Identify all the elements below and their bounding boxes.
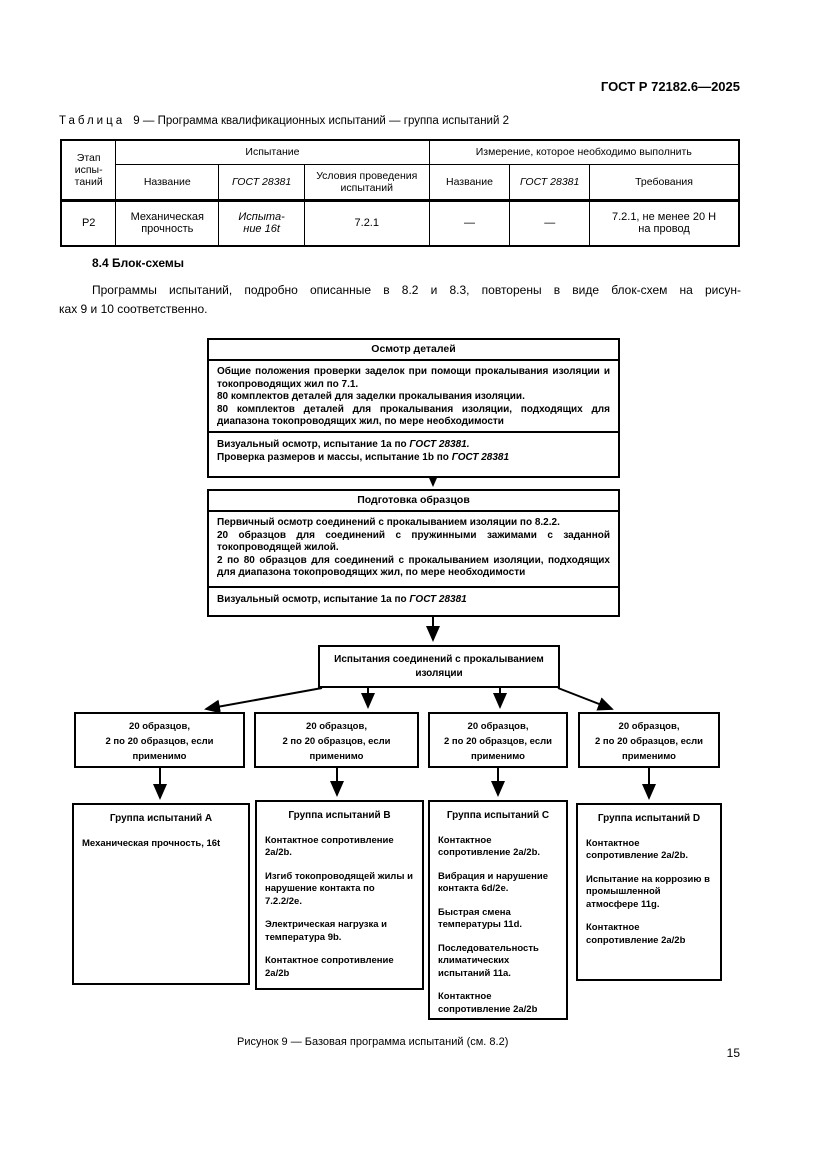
flow-text: Первичный осмотр соединений с прокалыван…: [217, 517, 560, 528]
table-caption-word: Таблица: [59, 115, 126, 127]
body-paragraph: Программы испытаний, подробно описанные …: [59, 281, 741, 319]
group-title: Группа испытаний A: [109, 813, 213, 824]
col-header-conditions: Условия проведения испытаний: [303, 163, 430, 201]
col-header-requirements: Требования: [589, 163, 740, 201]
flow-box-sample-preparation: Подготовка образцов Первичный осмотр сое…: [207, 489, 620, 617]
col-group-test: Испытание: [115, 139, 430, 165]
group-item: Механическая прочность, 16t: [82, 837, 221, 849]
flow-box-body: Первичный осмотр соединений с прокалыван…: [209, 512, 618, 586]
group-item: Контактное сопротивление 2a/2b.: [265, 834, 394, 859]
paragraph-line: ках 9 и 10 соответственно.: [59, 302, 208, 316]
paragraph-line: Программы испытаний, подробно описанные …: [92, 283, 741, 297]
col-header-measure-name: Название: [428, 163, 511, 201]
group-item: Быстрая смена температуры 11d.: [438, 906, 523, 931]
gost-ref: ГОСТ 28381: [451, 452, 510, 463]
group-item: Изгиб токопроводящей жилы и нарушение ко…: [265, 870, 413, 907]
flow-box-samples-c: 20 образцов, 2 по 20 образцов, если прим…: [428, 712, 568, 768]
flow-test-text: Проверка размеров и массы, испытание 1b …: [217, 452, 452, 463]
cell-measure-gost: —: [509, 198, 591, 247]
flow-box-group-b: Группа испытаний B Контактное сопротивле…: [255, 800, 424, 990]
flow-box-group-a: Группа испытаний A Механическая прочност…: [72, 803, 250, 985]
flow-box-body: Общие положения проверки заделок при пом…: [209, 361, 618, 431]
figure9-flowchart: Осмотр деталей Общие положения проверки …: [0, 330, 827, 1042]
flow-box-title: Подготовка образцов: [209, 491, 618, 512]
flow-box-samples-a: 20 образцов, 2 по 20 образцов, если прим…: [74, 712, 245, 768]
flow-test-line: Проверка размеров и массы, испытание 1b …: [217, 451, 610, 464]
flow-box-samples-b: 20 образцов, 2 по 20 образцов, если прим…: [254, 712, 419, 768]
group-item: Вибрация и нарушение контакта 6d/2e.: [438, 870, 549, 895]
flow-box-tests: Визуальный осмотр, испытание 1a по ГОСТ …: [209, 586, 618, 606]
flow-test-text: Визуальный осмотр, испытание 1a по: [217, 439, 410, 450]
group-item: Контактное сопротивление 2a/2b.: [438, 834, 541, 859]
group-title: Группа испытаний B: [288, 810, 391, 821]
flow-box-group-c: Группа испытаний C Контактное сопротивле…: [428, 800, 568, 1020]
group-item: Последовательность климатических испытан…: [438, 942, 539, 979]
cell-requirements: 7.2.1, не менее 20 Н на провод: [589, 198, 740, 247]
flow-box-parts-inspection: Осмотр деталей Общие положения проверки …: [207, 338, 620, 478]
col-header-name: Название: [115, 163, 220, 201]
col-group-measure: Измерение, которое необходимо выполнить: [428, 139, 740, 165]
qualification-test-table: Этап испы- таний Испытание Измерение, ко…: [60, 139, 740, 247]
col-header-measure-gost: ГОСТ 28381: [509, 163, 591, 201]
cell-measure-name: —: [428, 198, 511, 247]
gost-ref: ГОСТ 28381.: [409, 439, 470, 450]
flow-box-title: Осмотр деталей: [209, 340, 618, 361]
page-number: 15: [726, 1046, 740, 1060]
cell-test-name: Механическая прочность: [115, 198, 220, 247]
table-caption-text: 9 — Программа квалификационных испытаний…: [133, 115, 509, 127]
flow-text: 80 комплектов деталей для прокалывания и…: [217, 403, 610, 428]
table-caption: Таблица 9 — Программа квалификационных и…: [59, 115, 509, 127]
flow-box-samples-d: 20 образцов, 2 по 20 образцов, если прим…: [578, 712, 720, 768]
flow-box-group-d: Группа испытаний D Контактное сопротивле…: [576, 803, 722, 981]
flow-test-line: Визуальный осмотр, испытание 1a по ГОСТ …: [217, 593, 610, 606]
flow-test-text: Визуальный осмотр, испытание 1a по: [217, 594, 410, 605]
flow-box-tests: Визуальный осмотр, испытание 1a по ГОСТ …: [209, 431, 618, 464]
section-heading: 8.4 Блок-схемы: [92, 256, 184, 270]
group-item: Электрическая нагрузка и температура 9b.: [265, 919, 387, 943]
flow-test-line: Визуальный осмотр, испытание 1a по ГОСТ …: [217, 438, 610, 451]
group-item: Контактное сопротивление 2a/2b: [586, 922, 686, 946]
group-title: Группа испытаний C: [446, 810, 550, 821]
standard-number-header: ГОСТ Р 72182.6—2025: [600, 79, 740, 94]
cell-conditions: 7.2.1: [303, 198, 430, 247]
flow-text: 80 комплектов деталей для заделки прокал…: [217, 391, 525, 402]
flow-text: Общие положения проверки заделок при пом…: [217, 366, 610, 390]
group-item: Контактное сопротивление 2a/2b: [438, 991, 538, 1015]
col-header-stage: Этап испы- таний: [60, 139, 117, 201]
figure-caption: Рисунок 9 — Базовая программа испытаний …: [237, 1036, 509, 1048]
flow-text: 2 по 80 образцов для соединений с прокал…: [217, 554, 610, 579]
flow-text: 20 образцов для соединений с пружинными …: [217, 529, 610, 554]
group-item: Контактное сопротивление 2a/2b: [265, 955, 394, 979]
cell-stage: Р2: [60, 198, 117, 247]
table-row: Р2 Механическая прочность Испыта- ние 16…: [60, 198, 740, 247]
group-item: Контактное сопротивление 2a/2b.: [586, 837, 689, 862]
cell-test-gost: Испыта- ние 16t: [218, 198, 305, 247]
flow-box-piercing-tests: Испытания соединений с прокалыванием изо…: [318, 645, 560, 688]
col-header-gost: ГОСТ 28381: [218, 163, 305, 201]
group-item: Испытание на коррозию в промышленной атм…: [586, 873, 710, 910]
gost-ref: ГОСТ 28381: [409, 594, 467, 605]
group-title: Группа испытаний D: [597, 813, 701, 824]
